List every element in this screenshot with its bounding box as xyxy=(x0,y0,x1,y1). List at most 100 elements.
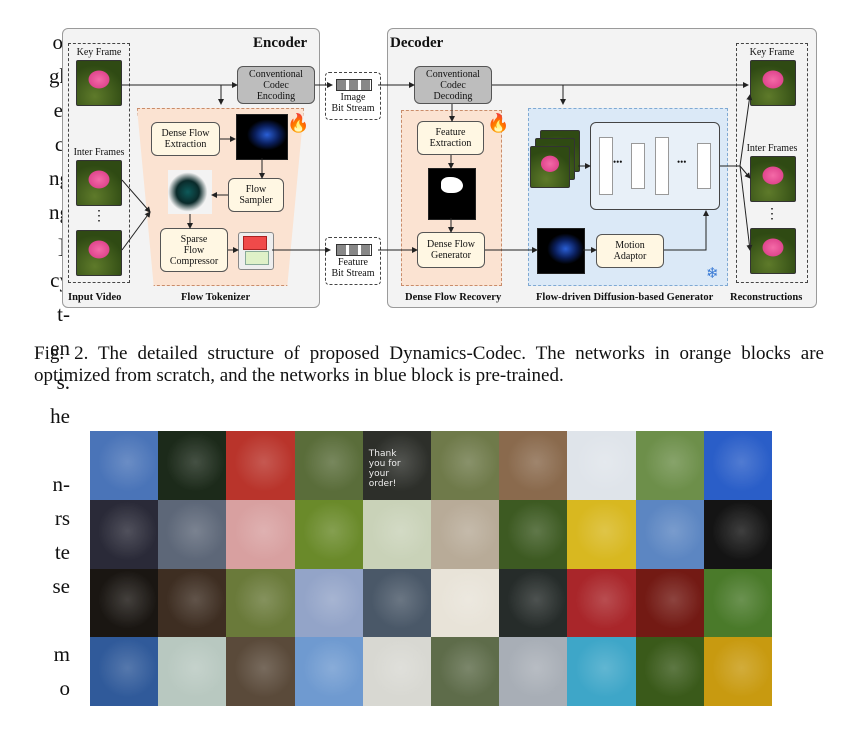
sample-image xyxy=(567,431,636,500)
motion-adaptor: Motion Adaptor xyxy=(596,234,664,268)
unet-dots: ••• xyxy=(613,157,623,167)
fire-icon: 🔥 xyxy=(487,113,510,133)
architecture-figure: Encoder Decoder Key Frame Inter Frames ⋮… xyxy=(0,0,863,330)
sample-image xyxy=(635,637,704,706)
sample-image xyxy=(499,499,568,569)
sample-image xyxy=(430,637,500,706)
sample-image xyxy=(226,431,295,500)
image-bit-stream-label: Image Bit Stream xyxy=(331,92,375,114)
dense-flow-generator: Dense Flow Generator xyxy=(417,232,485,268)
flow-driven-generator-label: Flow-driven Diffusion-based Generator xyxy=(536,292,714,303)
sample-image xyxy=(430,431,500,500)
key-frame-out-label: Key Frame xyxy=(749,47,795,58)
sample-image xyxy=(567,637,636,706)
text-fragment: te xyxy=(54,540,70,564)
sample-image xyxy=(158,499,227,569)
tag-text: Thank you for your order! xyxy=(368,449,401,489)
sample-image xyxy=(158,431,227,500)
image-bit-stream-icon xyxy=(336,79,372,91)
figure-arrows xyxy=(121,82,753,253)
sample-image xyxy=(703,431,772,500)
sample-image xyxy=(362,568,431,638)
feature-bit-stream-box xyxy=(325,237,381,285)
ellipsis: ⋮ xyxy=(92,209,106,224)
dense-flow-extraction: Dense Flow Extraction xyxy=(151,122,220,156)
text-fragment: se xyxy=(52,574,71,598)
text-fragment: rs xyxy=(54,506,70,530)
text-fragment: n- xyxy=(52,472,71,496)
feature-extraction: Feature Extraction xyxy=(417,121,484,155)
text-fragment: he xyxy=(50,404,70,428)
fire-icon: 🔥 xyxy=(287,113,310,133)
key-frame-label: Key Frame xyxy=(76,47,122,58)
inter-frames-out-label: Inter Frames xyxy=(746,143,798,154)
flow-tokenizer-label: Flow Tokenizer xyxy=(181,292,251,303)
inter-frames-label: Inter Frames xyxy=(73,147,125,158)
sample-image xyxy=(226,499,295,569)
dense-flow-recovery-label: Dense Flow Recovery xyxy=(405,292,502,303)
sample-image xyxy=(226,568,295,638)
snowflake-icon: ❄ xyxy=(706,266,719,282)
sample-image xyxy=(362,499,431,569)
sample-image xyxy=(567,499,636,569)
sample-image xyxy=(703,637,772,706)
sample-image xyxy=(499,568,568,638)
sample-image xyxy=(430,568,500,638)
text-fragment: s. xyxy=(56,370,70,394)
input-video-box xyxy=(68,43,130,283)
sample-image xyxy=(635,431,704,500)
text-fragment: en xyxy=(50,336,70,360)
sample-image-grid: Thank you for your order! xyxy=(90,431,772,706)
ellipsis: ⋮ xyxy=(765,207,779,222)
feature-bit-stream-icon xyxy=(336,244,372,256)
text-fragment: t- xyxy=(57,302,70,326)
sample-image xyxy=(294,431,363,500)
unet-dots: ••• xyxy=(677,157,687,167)
dense-flow-image xyxy=(236,114,288,160)
sample-image xyxy=(294,499,363,569)
text-fragment: m xyxy=(53,642,70,666)
reconstructed-inter-frame xyxy=(750,228,796,274)
reconstructed-inter-frame xyxy=(750,156,796,202)
sample-image xyxy=(703,568,772,638)
sample-image xyxy=(294,637,363,706)
sample-image xyxy=(90,431,159,500)
flow-sampler: Flow Sampler xyxy=(228,178,284,212)
decoder-title: Decoder xyxy=(390,35,444,51)
caption-text: Fig. 2. The detailed structure of propos… xyxy=(34,343,824,386)
stacked-frames-image xyxy=(530,146,570,188)
input-video-label: Input Video xyxy=(68,292,122,303)
sample-image xyxy=(499,431,568,500)
unet-block: ••• ••• xyxy=(590,122,720,210)
latent-token-stack xyxy=(238,232,274,270)
sample-image xyxy=(90,637,159,706)
image-bit-stream-box xyxy=(325,72,381,120)
feature-bit-stream-label: Feature Bit Stream xyxy=(331,257,375,279)
sample-image xyxy=(430,499,500,569)
figure-caption: Fig. 2. The detailed structure of propos… xyxy=(34,343,824,387)
sparse-flow-compressor: Sparse Flow Compressor xyxy=(160,228,228,272)
sparse-flow-image xyxy=(168,170,212,214)
sample-image xyxy=(158,568,227,638)
sample-image xyxy=(703,499,772,569)
reconstructions-box xyxy=(736,43,808,283)
sample-image xyxy=(499,637,568,706)
inter-frame-image xyxy=(76,230,122,276)
sample-image xyxy=(158,637,227,706)
sample-image xyxy=(90,499,159,569)
sample-image xyxy=(635,568,704,638)
text-fragment: o xyxy=(59,676,71,700)
feature-mask-image xyxy=(428,168,476,220)
conventional-codec-decoding: Conventional Codec Decoding xyxy=(414,66,492,104)
sample-image: Thank you for your order! xyxy=(362,431,431,500)
sample-image xyxy=(567,568,636,638)
reconstructions-label: Reconstructions xyxy=(730,292,803,303)
sample-image xyxy=(294,568,363,638)
inter-frame-image xyxy=(76,160,122,206)
sample-image xyxy=(635,499,704,569)
sample-image xyxy=(362,637,431,706)
sample-image xyxy=(226,637,295,706)
encoder-title: Encoder xyxy=(253,35,308,51)
reconstructed-key-frame xyxy=(750,60,796,106)
key-frame-image xyxy=(76,60,122,106)
